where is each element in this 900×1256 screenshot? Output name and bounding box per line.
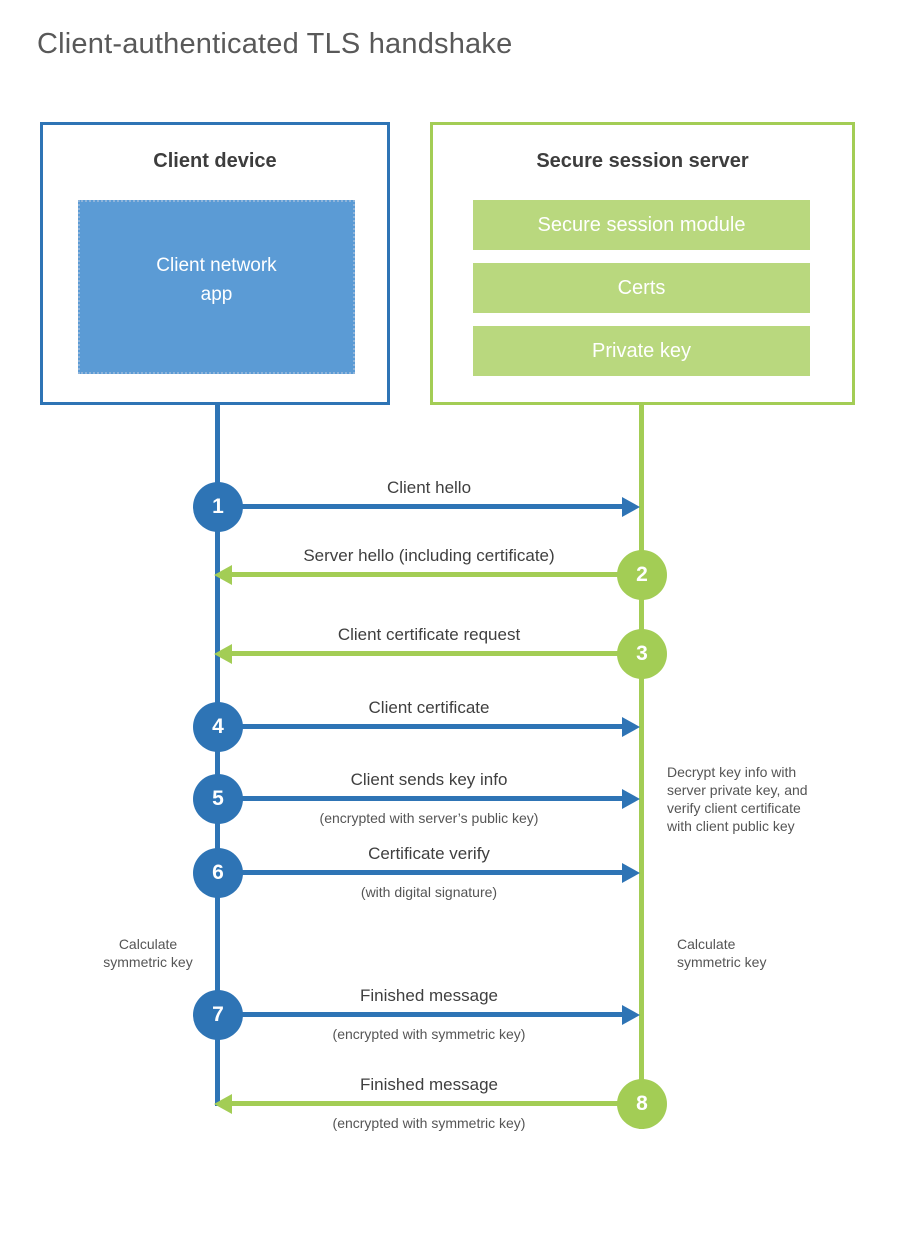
step-4-badge: 4 xyxy=(193,702,243,752)
step-1-label: Client hello xyxy=(386,478,472,497)
step-7-arrowhead-right-icon xyxy=(622,1005,640,1025)
step-4-label: Client certificate xyxy=(368,698,490,717)
step-6-arrow-shaft xyxy=(218,870,622,875)
secure-session-module-bar: Secure session module xyxy=(473,200,810,250)
step-8-sublabel: (encrypted with symmetric key) xyxy=(332,1115,526,1131)
step-7-badge: 7 xyxy=(193,990,243,1040)
step-5-badge: 5 xyxy=(193,774,243,824)
step-2-arrowhead-left-icon xyxy=(214,565,232,585)
step-7-label: Finished message xyxy=(360,986,498,1005)
step-5-sublabel: (encrypted with server’s public key) xyxy=(319,810,539,826)
step-7-arrow-shaft xyxy=(218,1012,622,1017)
step-1-arrowhead-right-icon xyxy=(622,497,640,517)
step-5-arrowhead-right-icon xyxy=(622,789,640,809)
step-4-arrow-shaft xyxy=(218,724,622,729)
client-device-title: Client device xyxy=(153,150,277,172)
step-8-arrow-shaft xyxy=(232,1101,642,1106)
step-6-sublabel: (with digital signature) xyxy=(360,884,498,900)
step-2-badge: 2 xyxy=(617,550,667,600)
certs-bar: Certs xyxy=(473,263,810,313)
step-2-arrow-shaft xyxy=(232,572,642,577)
step-6-badge: 6 xyxy=(193,848,243,898)
step-1-badge: 1 xyxy=(193,482,243,532)
step-2-label: Server hello (including certificate) xyxy=(303,546,555,565)
calculate-symmetric-key-server: Calculate symmetric key xyxy=(677,936,767,970)
calculate-symmetric-key-client: Calculate symmetric key xyxy=(103,936,193,970)
client-network-app-box: Client network app xyxy=(78,200,355,374)
step-7-sublabel: (encrypted with symmetric key) xyxy=(332,1026,526,1042)
step-5-label: Client sends key info xyxy=(350,770,508,789)
client-network-app-label: Client network app xyxy=(156,254,277,305)
step-5-arrow-shaft xyxy=(218,796,622,801)
step-6-arrowhead-right-icon xyxy=(622,863,640,883)
step-3-badge: 3 xyxy=(617,629,667,679)
private-key-bar: Private key xyxy=(473,326,810,376)
step-3-label: Client certificate request xyxy=(337,625,521,644)
decrypt-key-note: Decrypt key info with server private key… xyxy=(667,764,808,834)
step-8-label: Finished message xyxy=(360,1075,498,1094)
step-3-arrowhead-left-icon xyxy=(214,644,232,664)
step-4-arrowhead-right-icon xyxy=(622,717,640,737)
step-8-arrowhead-left-icon xyxy=(214,1094,232,1114)
page-title: Client-authenticated TLS handshake xyxy=(37,28,513,60)
secure-session-server-title: Secure session server xyxy=(536,150,749,172)
server-lifeline xyxy=(639,405,644,1129)
step-6-label: Certificate verify xyxy=(368,844,490,863)
step-3-arrow-shaft xyxy=(232,651,642,656)
step-1-arrow-shaft xyxy=(218,504,622,509)
client-lifeline xyxy=(215,405,220,1106)
step-8-badge: 8 xyxy=(617,1079,667,1129)
